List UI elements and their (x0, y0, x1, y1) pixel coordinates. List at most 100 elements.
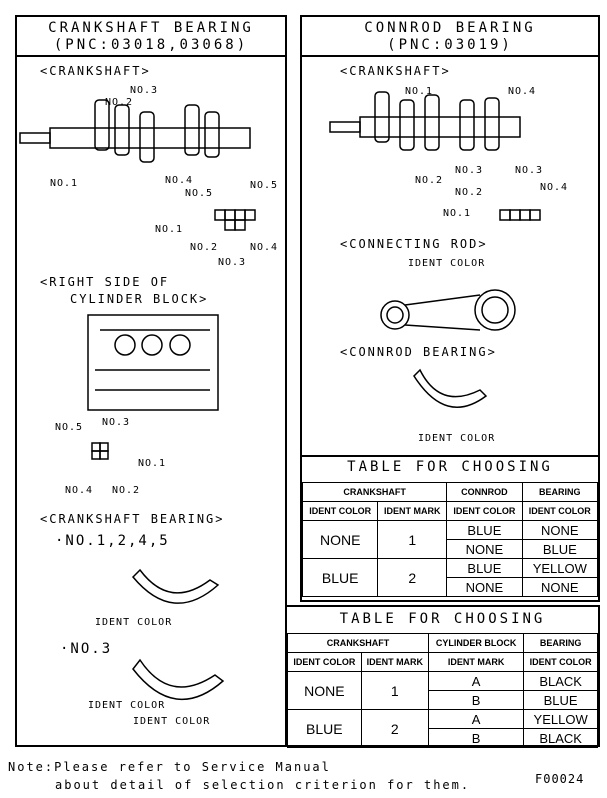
cell: NONE (287, 671, 362, 710)
mark-grid-right (499, 209, 541, 221)
divider (300, 455, 600, 457)
callout: NO.2 (415, 175, 444, 186)
cell: BLACK (523, 671, 598, 691)
block-label: <RIGHT SIDE OF (40, 275, 170, 289)
header: IDENT COLOR (523, 652, 598, 672)
callout: NO.1 (443, 208, 472, 219)
cell: BLUE (521, 539, 599, 559)
callout: NO.5 (185, 188, 214, 199)
ident-color-label: IDENT COLOR (418, 433, 496, 444)
cell: 2 (377, 558, 448, 597)
header: IDENT COLOR (521, 501, 599, 521)
callout: NO.5 (55, 422, 84, 433)
divider (300, 55, 600, 57)
callout: NO.3 (102, 417, 131, 428)
cell: BLUE (446, 558, 523, 578)
cell: A (427, 671, 525, 691)
callout: NO.4 (65, 485, 94, 496)
cell: YELLOW (521, 558, 599, 578)
figure-code: F00024 (535, 772, 585, 786)
callout: NO.4 (165, 175, 194, 186)
callout: NO.2 (190, 242, 219, 253)
cell: B (427, 690, 525, 710)
crankshaft-right-drawing (329, 91, 521, 151)
cell: BLUE (446, 520, 523, 540)
header: CRANKSHAFT (287, 633, 429, 653)
cell: 2 (360, 709, 429, 748)
crankshaft-label: <CRANKSHAFT> (340, 64, 451, 78)
callout: NO.3 (130, 85, 159, 96)
callout: NO.4 (250, 242, 279, 253)
table1-title: TABLE FOR CHOOSING (347, 459, 553, 475)
cell: NONE (446, 577, 523, 597)
header: CRANKSHAFT (301, 482, 448, 502)
cell: BLUE (301, 558, 379, 597)
group-label: ·NO.1,2,4,5 (55, 533, 170, 549)
cell: BLUE (523, 690, 598, 710)
callout: NO.1 (405, 86, 434, 97)
cell: NONE (301, 520, 379, 559)
header: IDENT MARK (377, 501, 448, 521)
callout: NO.4 (508, 86, 537, 97)
left-title: CRANKSHAFT BEARING (48, 20, 254, 36)
header: CYLINDER BLOCK (427, 633, 525, 653)
mark-grid-left (214, 209, 256, 231)
group-label: ·NO.3 (60, 641, 113, 657)
crankshaft-label: <CRANKSHAFT> (40, 64, 151, 78)
header: IDENT COLOR (301, 501, 379, 521)
ident-color-label: IDENT COLOR (133, 716, 211, 727)
ident-color-label: IDENT COLOR (408, 258, 486, 269)
connrod-bearing-shell (413, 368, 488, 408)
header: BEARING (523, 633, 598, 653)
ident-color-label: IDENT COLOR (88, 700, 166, 711)
callout: NO.4 (540, 182, 569, 193)
connrod-bearing-label: <CONNROD BEARING> (340, 345, 497, 359)
header: IDENT MARK (427, 652, 525, 672)
header: CONNROD (446, 482, 523, 502)
cell: 1 (377, 520, 448, 559)
note-line-2: about detail of selection criterion for … (55, 778, 471, 792)
header: IDENT MARK (360, 652, 429, 672)
cell: A (427, 709, 525, 729)
callout: NO.2 (105, 97, 134, 108)
rod-label: <CONNECTING ROD> (340, 237, 488, 251)
header: IDENT COLOR (446, 501, 523, 521)
callout: NO.2 (112, 485, 141, 496)
bearing-shell-1 (131, 568, 220, 604)
cell: BLUE (287, 709, 362, 748)
callout: NO.2 (455, 187, 484, 198)
cell: NONE (521, 577, 599, 597)
header: BEARING (521, 482, 599, 502)
block-label: CYLINDER BLOCK> (70, 292, 209, 306)
callout: NO.3 (218, 257, 247, 268)
ident-color-label: IDENT COLOR (95, 617, 173, 628)
callout: NO.1 (155, 224, 184, 235)
callout: NO.1 (138, 458, 167, 469)
cell: B (427, 728, 525, 748)
callout: NO.5 (250, 180, 279, 191)
cell: BLACK (523, 728, 598, 748)
right-title: CONNROD BEARING (364, 20, 536, 36)
cylinder-block-drawing (87, 314, 219, 411)
divider (15, 55, 287, 57)
note-line-1: Note:Please refer to Service Manual (8, 760, 331, 774)
cell: YELLOW (523, 709, 598, 729)
connrod-bearing-panel (300, 15, 600, 602)
connecting-rod-drawing (380, 289, 516, 331)
left-pnc: (PNC:03018,03068) (53, 37, 249, 53)
crankshaft-left-drawing (19, 99, 251, 163)
cell: NONE (446, 539, 523, 559)
mark-grid-block (91, 442, 109, 460)
callout: NO.3 (455, 165, 484, 176)
